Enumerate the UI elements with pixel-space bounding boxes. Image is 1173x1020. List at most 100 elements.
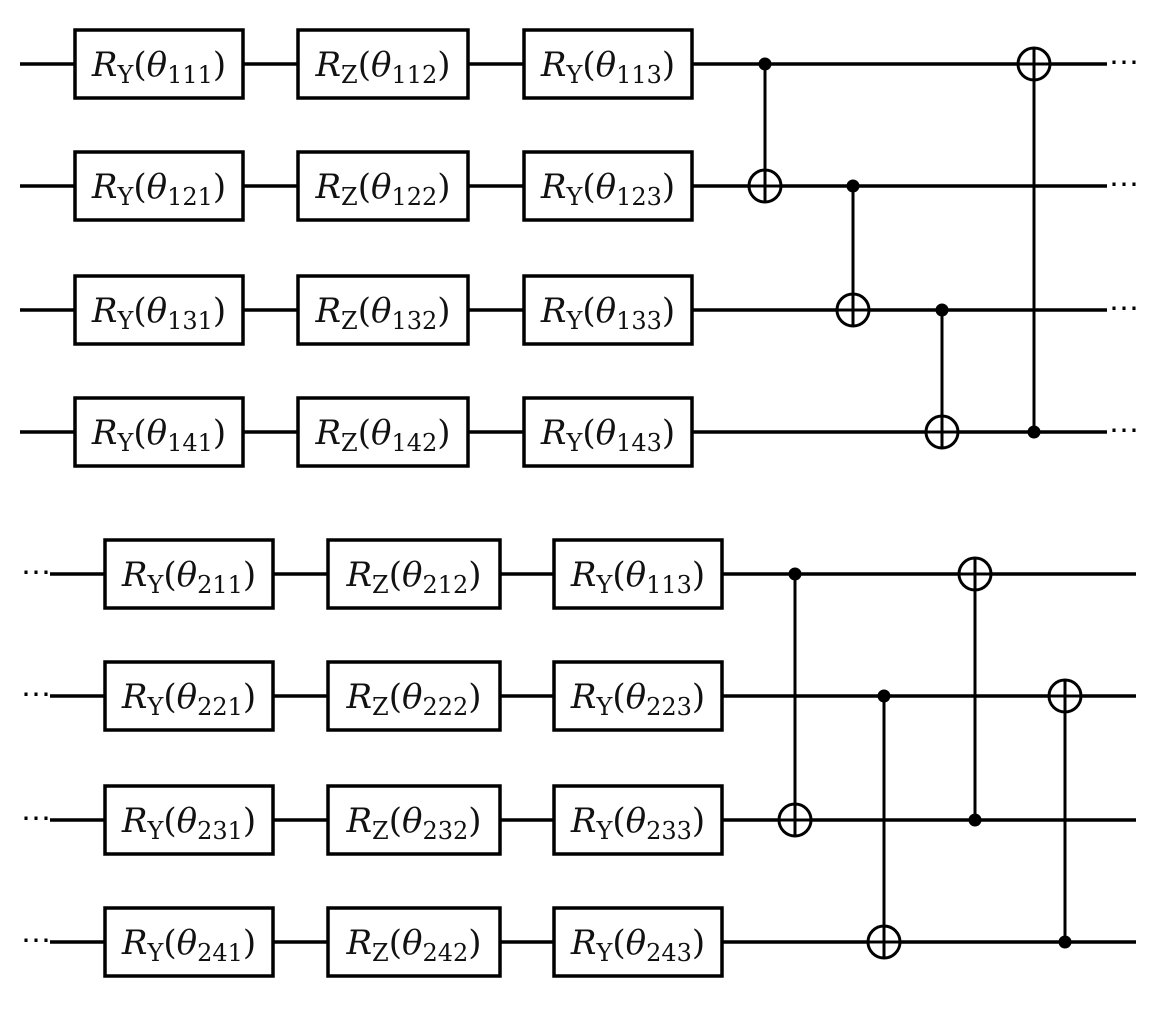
- ellipsis-out-2: ⋯: [1109, 167, 1139, 202]
- gate-box: [326, 906, 502, 978]
- control-dot: [758, 57, 772, 71]
- cnot-gate: [866, 689, 902, 960]
- rotation-gate-y: RY(θ243): [552, 906, 724, 978]
- target-xor-icon: [957, 556, 993, 592]
- gate-label: RY(θ241): [121, 923, 256, 967]
- gate-box: [296, 274, 470, 346]
- gate-label: RZ(θ112): [314, 45, 450, 89]
- rotation-gate-y: RY(θ123): [522, 150, 694, 222]
- gate-label: RY(θ233): [570, 801, 705, 845]
- gate-box: [103, 538, 275, 610]
- gate-label: RZ(θ242): [345, 923, 481, 967]
- ellipsis-in-1: ⋯: [21, 555, 51, 590]
- cnot-gate: [835, 179, 871, 328]
- rotation-gate-z: RZ(θ142): [296, 396, 470, 468]
- gate-box: [552, 660, 724, 732]
- gate-label: RZ(θ212): [345, 555, 481, 599]
- gate-label: RY(θ243): [570, 923, 705, 967]
- rotation-gate-z: RZ(θ132): [296, 274, 470, 346]
- gate-box: [522, 28, 694, 100]
- target-xor-icon: [777, 802, 813, 838]
- gate-label: RZ(θ232): [345, 801, 481, 845]
- gate-box: [296, 150, 470, 222]
- control-dot: [846, 179, 860, 193]
- rotation-gate-y: RY(θ231): [103, 784, 275, 856]
- gate-label: RZ(θ132): [314, 291, 450, 335]
- gate-label: RY(θ121): [91, 167, 226, 211]
- control-dot: [1027, 425, 1041, 439]
- gate-box: [103, 906, 275, 978]
- rotation-gate-y: RY(θ141): [73, 396, 245, 468]
- rotation-gate-y: RY(θ111): [73, 28, 245, 100]
- rotation-gate-y: RY(θ241): [103, 906, 275, 978]
- gate-box: [522, 150, 694, 222]
- ellipsis-in-3: ⋯: [21, 801, 51, 836]
- circuit-block-1: ⋯ ⋯ ⋯ ⋯ RY(θ111) RZ(θ112) RY(θ113) RY(θ121) RZ(θ…: [20, 28, 1139, 468]
- rotation-gate-z: RZ(θ232): [326, 784, 502, 856]
- gate-box: [73, 396, 245, 468]
- gate-box: [326, 660, 502, 732]
- rotation-gate-z: RZ(θ242): [326, 906, 502, 978]
- gate-box: [73, 274, 245, 346]
- rotation-gate-y: RY(θ233): [552, 784, 724, 856]
- gate-label: RY(θ223): [570, 677, 705, 721]
- gate-label: RY(θ113): [570, 555, 705, 599]
- target-xor-icon: [835, 292, 871, 328]
- rotation-gate-z: RZ(θ112): [296, 28, 470, 100]
- gate-box: [296, 28, 470, 100]
- rotation-gate-y: RY(θ211): [103, 538, 275, 610]
- gate-box: [103, 660, 275, 732]
- gate-label: RY(θ143): [540, 413, 675, 457]
- rotation-gate-y: RY(θ131): [73, 274, 245, 346]
- target-xor-icon: [1016, 46, 1052, 82]
- control-dot: [935, 303, 949, 317]
- rotation-gate-y: RY(θ143): [522, 396, 694, 468]
- control-dot: [968, 813, 982, 827]
- control-dot: [1058, 935, 1072, 949]
- rotation-gate-y: RY(θ113): [522, 28, 694, 100]
- control-dot: [788, 567, 802, 581]
- target-xor-icon: [747, 168, 783, 204]
- gate-label: RY(θ113): [540, 45, 675, 89]
- gate-box: [552, 784, 724, 856]
- rotation-gate-y: RY(θ223): [552, 660, 724, 732]
- cnot-gate: [747, 57, 783, 204]
- gate-box: [296, 396, 470, 468]
- rotation-gate-z: RZ(θ222): [326, 660, 502, 732]
- gate-box: [326, 538, 502, 610]
- gate-label: RZ(θ222): [345, 677, 481, 721]
- ellipsis-in-2: ⋯: [21, 677, 51, 712]
- ellipsis-out-3: ⋯: [1109, 291, 1139, 326]
- rotation-gate-y: RY(θ133): [522, 274, 694, 346]
- gate-box: [552, 906, 724, 978]
- target-xor-icon: [1047, 678, 1083, 714]
- cnot-gate: [957, 556, 993, 827]
- gate-label: RY(θ231): [121, 801, 256, 845]
- gate-label: RZ(θ122): [314, 167, 450, 211]
- rotation-gate-y: RY(θ221): [103, 660, 275, 732]
- gate-label: RY(θ123): [540, 167, 675, 211]
- rotation-gate-z: RZ(θ122): [296, 150, 470, 222]
- ellipsis-out-4: ⋯: [1109, 413, 1139, 448]
- rotation-gate-y: RY(θ121): [73, 150, 245, 222]
- gate-box: [552, 538, 724, 610]
- cnot-gate: [1047, 678, 1083, 949]
- gate-box: [522, 396, 694, 468]
- ellipsis-in-4: ⋯: [21, 923, 51, 958]
- gate-box: [522, 274, 694, 346]
- control-dot: [877, 689, 891, 703]
- gate-box: [103, 784, 275, 856]
- gate-label: RY(θ141): [91, 413, 226, 457]
- gate-label: RY(θ133): [540, 291, 675, 335]
- gate-box: [326, 784, 502, 856]
- gate-label: RY(θ111): [91, 45, 226, 89]
- gate-label: RY(θ211): [121, 555, 256, 599]
- cnot-gate: [924, 303, 960, 450]
- target-xor-icon: [924, 414, 960, 450]
- cnot-gate: [1016, 46, 1052, 439]
- ellipsis-out-1: ⋯: [1109, 45, 1139, 80]
- target-xor-icon: [866, 924, 902, 960]
- gate-box: [73, 150, 245, 222]
- gate-label: RY(θ221): [121, 677, 256, 721]
